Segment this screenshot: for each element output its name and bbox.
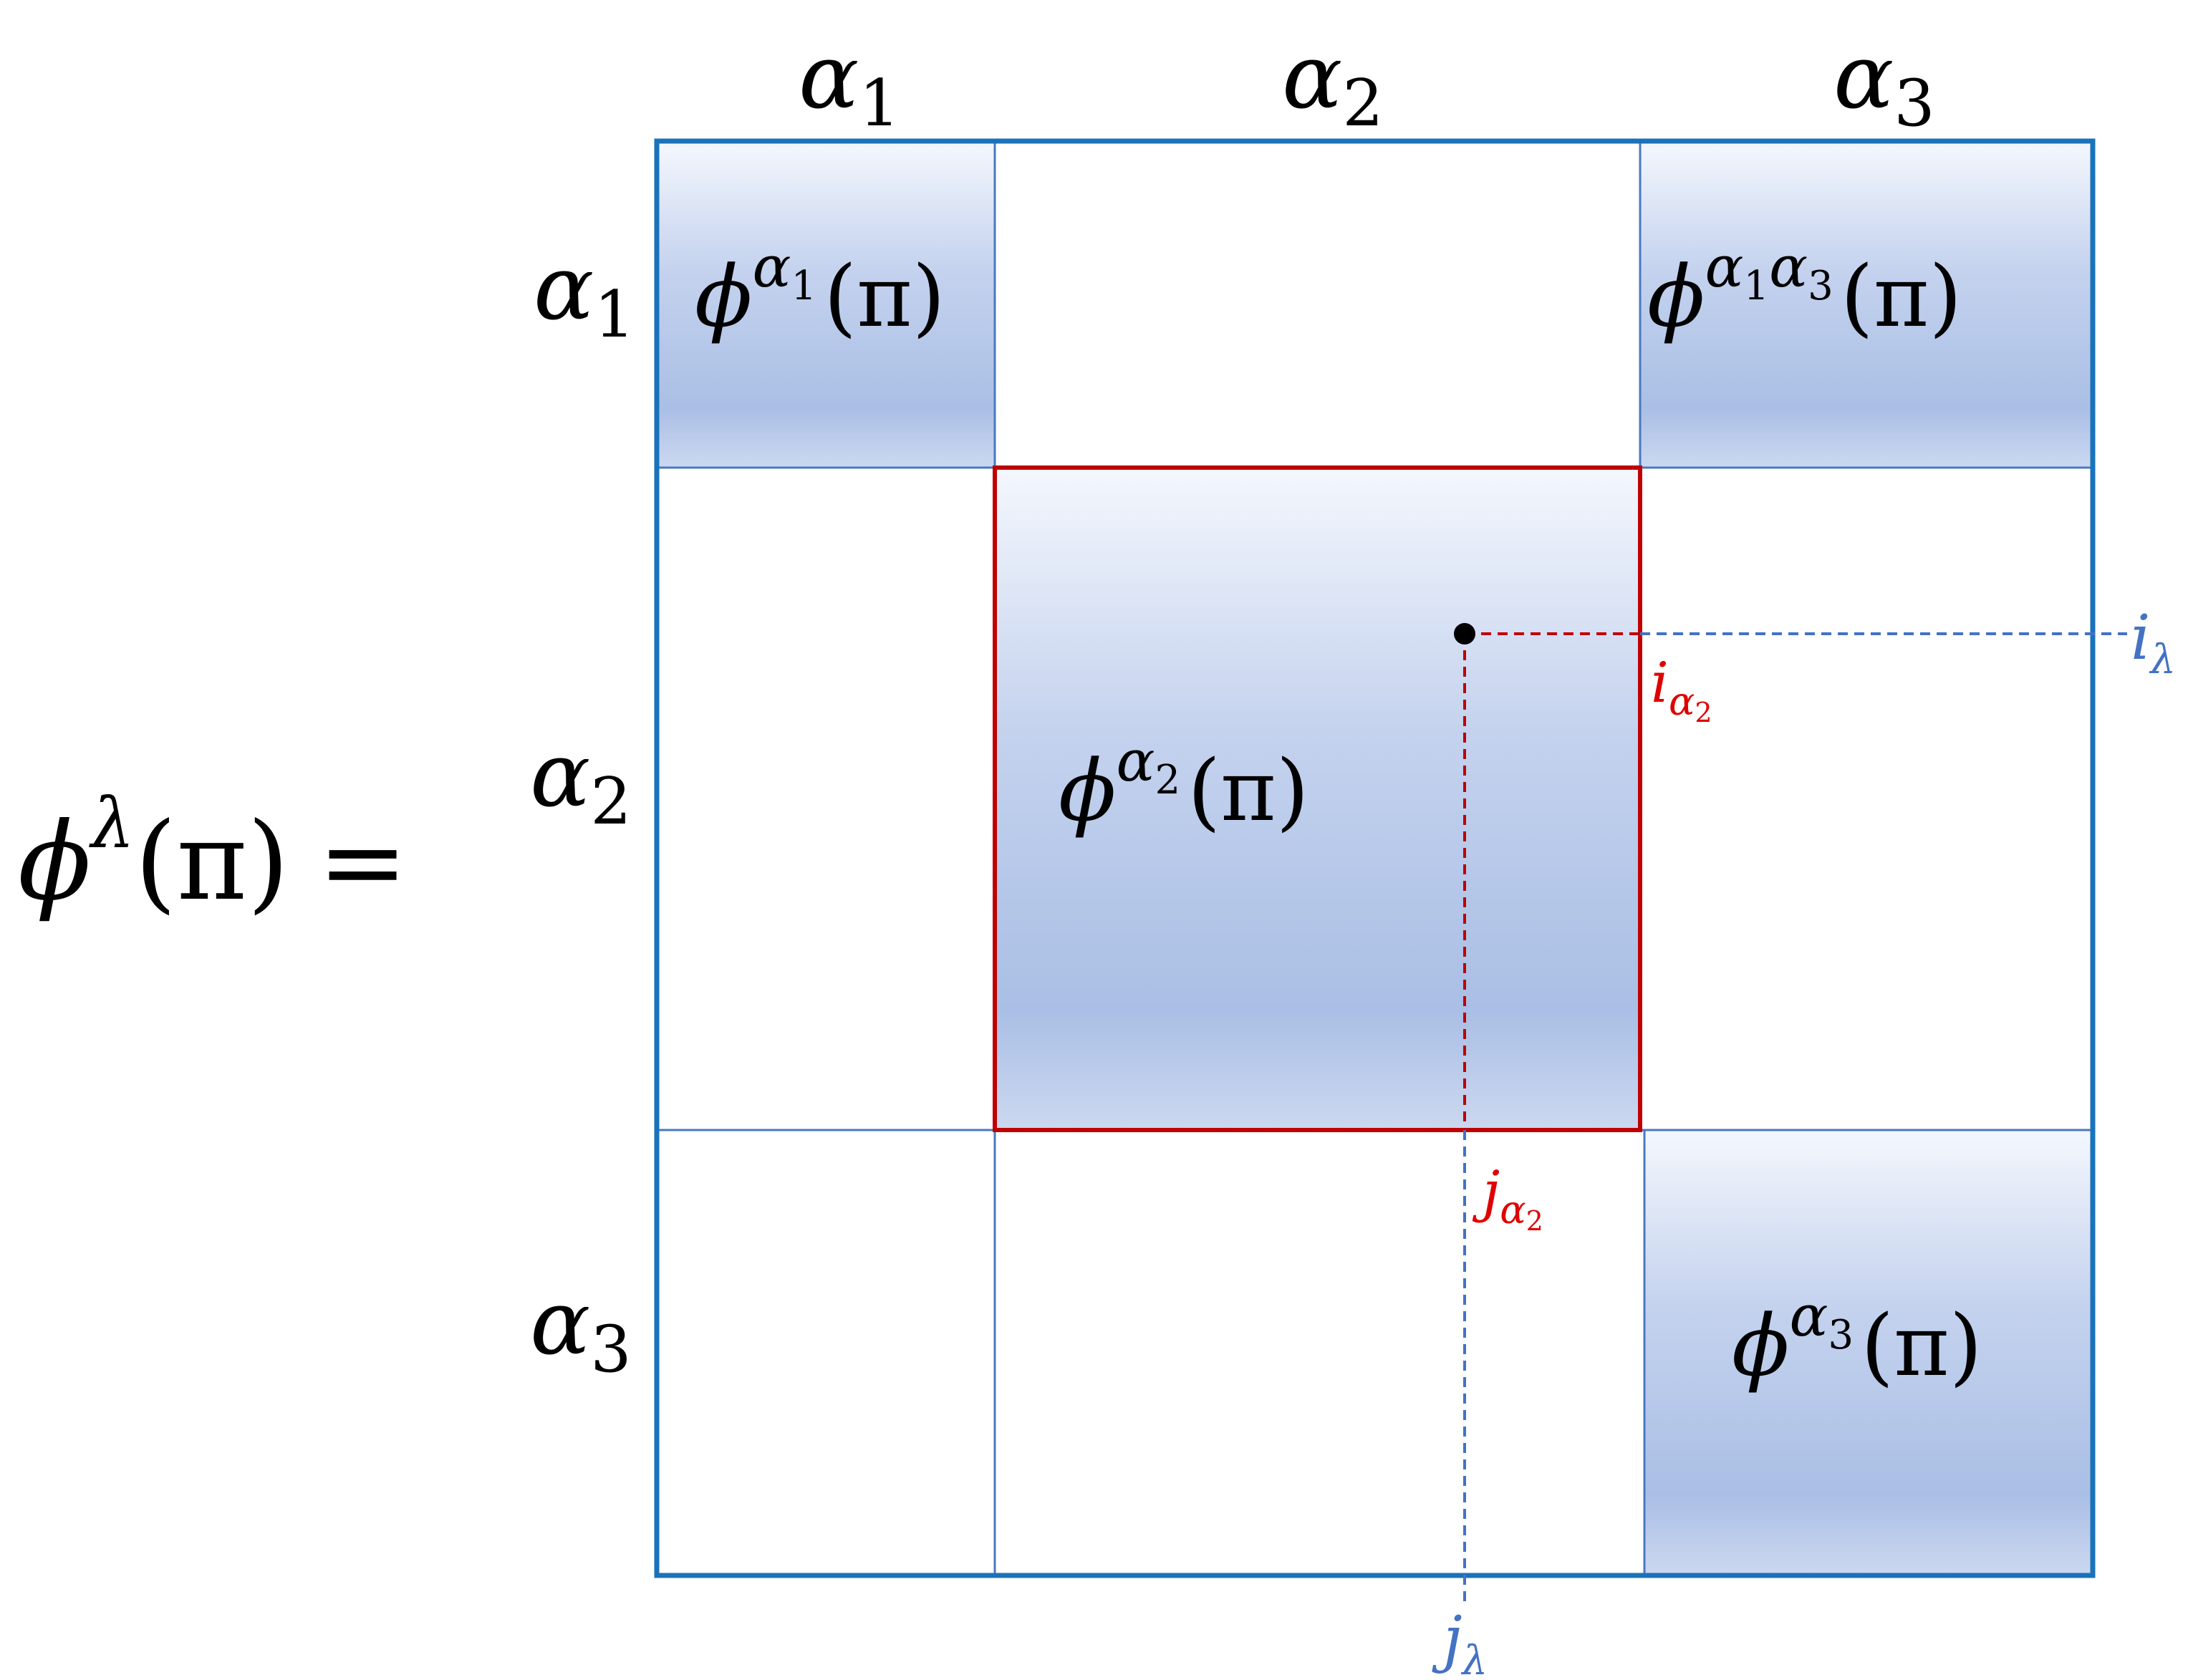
i-alpha2-label: iα2 [1651,651,1712,728]
col-header-3: α3 [1833,25,1935,141]
j-lambda-label: jλ [1432,1603,1488,1680]
block-a1a3-label: ϕα1α3(π) [1647,233,1962,346]
block-a2-fill [995,468,1640,1130]
block-a1-fill [657,141,995,468]
j-alpha2-label: jα2 [1472,1159,1543,1237]
highlight-a2-border [993,465,1642,1132]
entry-point [1454,623,1475,645]
i-lambda-label: iλ [2131,602,2176,683]
matrix-border [654,138,2096,1578]
block-a1a3-fill [1640,141,2093,468]
block-a2-label: ϕα2(π) [1059,728,1309,840]
col-header-2: α2 [1282,25,1384,141]
row-header-3: α3 [530,1271,632,1387]
lhs-expression: ϕλ(π)= [18,783,408,925]
block-a1-label: ϕα1(π) [695,233,945,346]
guide-lines [1463,632,2127,1604]
col-header-1: α1 [799,25,900,141]
block-a3-fill [1644,1130,2093,1575]
row-header-1: α1 [534,236,635,352]
block-a3-label: ϕα3(π) [1732,1283,1982,1395]
row-header-2: α2 [530,723,632,839]
